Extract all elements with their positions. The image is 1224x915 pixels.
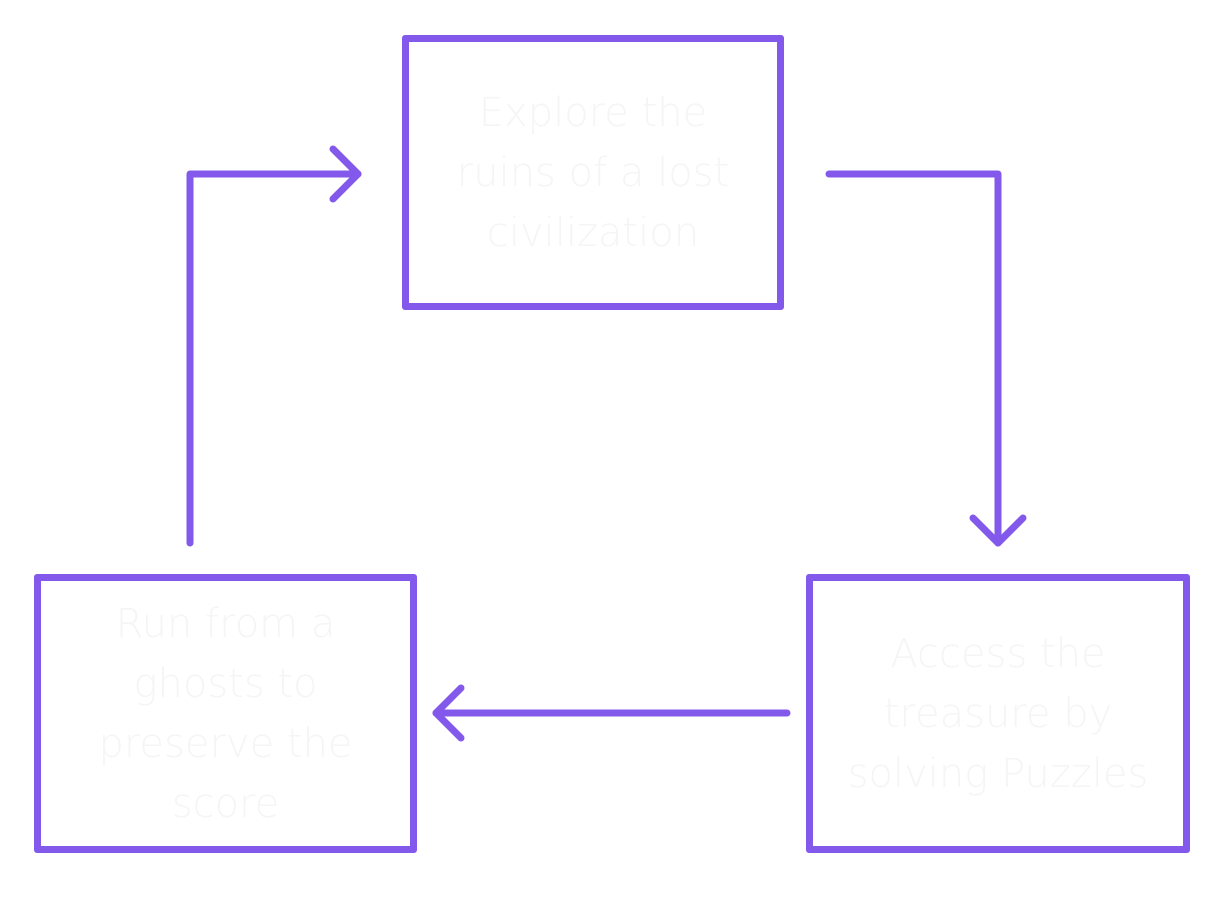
- connector-line: [186, 170, 362, 547]
- connector-line: [825, 170, 1002, 547]
- edge-left-to-top: [186, 145, 362, 547]
- node-run-from-ghosts: Run from a ghosts to preserve the score: [34, 574, 417, 853]
- node-run-from-ghosts-label: Run from a ghosts to preserve the score: [98, 600, 353, 827]
- arrowhead-right-icon: [329, 145, 362, 203]
- edge-right-to-left: [432, 684, 791, 742]
- node-access-treasure: Access the treasure by solving Puzzles: [806, 574, 1190, 853]
- node-access-treasure-label: Access the treasure by solving Puzzles: [847, 630, 1149, 797]
- node-explore-ruins: Explore the ruins of a lost civilization: [402, 35, 784, 310]
- edge-top-to-right: [825, 170, 1027, 547]
- node-explore-ruins-label: Explore the ruins of a lost civilization: [456, 89, 730, 256]
- arrowhead-left-icon: [432, 684, 465, 742]
- arrowhead-down-icon: [969, 514, 1027, 547]
